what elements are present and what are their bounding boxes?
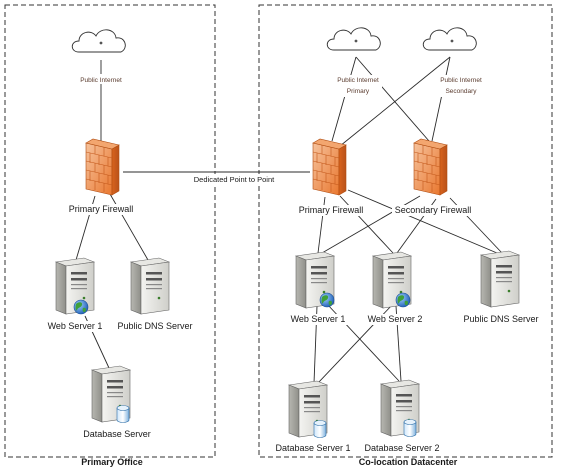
server-label-colo-web1: Web Server 1 <box>291 314 346 324</box>
server-label-colo-dns: Public DNS Server <box>463 314 538 324</box>
cloud-label-colo-secondary-line2: Secondary <box>445 88 477 95</box>
colo-datacenter-zone <box>258 4 553 458</box>
firewall-icon-office <box>85 138 120 196</box>
zone-label-primary-office: Primary Office <box>81 457 143 467</box>
firewall-label-colo-secondary: Secondary Firewall <box>395 205 472 215</box>
server-icon-colo-web1 <box>295 251 335 309</box>
cloud-icon-colo-primary <box>326 27 381 51</box>
server-label-office-dns: Public DNS Server <box>117 321 192 331</box>
server-icon-colo-db2 <box>380 379 420 437</box>
cloud-icon-office-internet <box>71 29 126 53</box>
server-label-colo-web2: Web Server 2 <box>368 314 423 324</box>
cloud-label-colo-primary-line2: Primary <box>347 88 370 95</box>
cloud-icon-colo-secondary <box>422 27 477 51</box>
connections <box>75 56 503 384</box>
server-label-colo-db2: Database Server 2 <box>364 443 439 453</box>
server-label-colo-db1: Database Server 1 <box>275 443 350 453</box>
cloud-label-colo-primary-line1: Public Internet <box>337 77 379 84</box>
firewall-label-office: Primary Firewall <box>69 204 134 214</box>
cloud-label-colo-secondary-line1: Public Internet <box>440 77 482 84</box>
server-label-office-web: Web Server 1 <box>48 321 103 331</box>
firewall-icon-colo-primary <box>312 138 347 196</box>
server-icon-colo-db1 <box>288 380 328 438</box>
server-icon-office-dns <box>130 257 170 315</box>
primary-office-zone <box>4 4 216 458</box>
server-icon-colo-web2 <box>372 251 412 309</box>
firewall-label-colo-primary: Primary Firewall <box>299 205 364 215</box>
server-icon-office-db <box>91 365 131 423</box>
server-icon-colo-dns <box>480 250 520 308</box>
zone-label-colo-datacenter: Co-location Datacenter <box>359 457 458 467</box>
link-label-point-to-point: Dedicated Point to Point <box>194 175 275 184</box>
server-icon-office-web <box>55 257 95 315</box>
server-label-office-db: Database Server <box>83 429 151 439</box>
firewall-icon-colo-secondary <box>413 138 448 196</box>
cloud-label-office-internet: Public Internet <box>80 77 122 84</box>
